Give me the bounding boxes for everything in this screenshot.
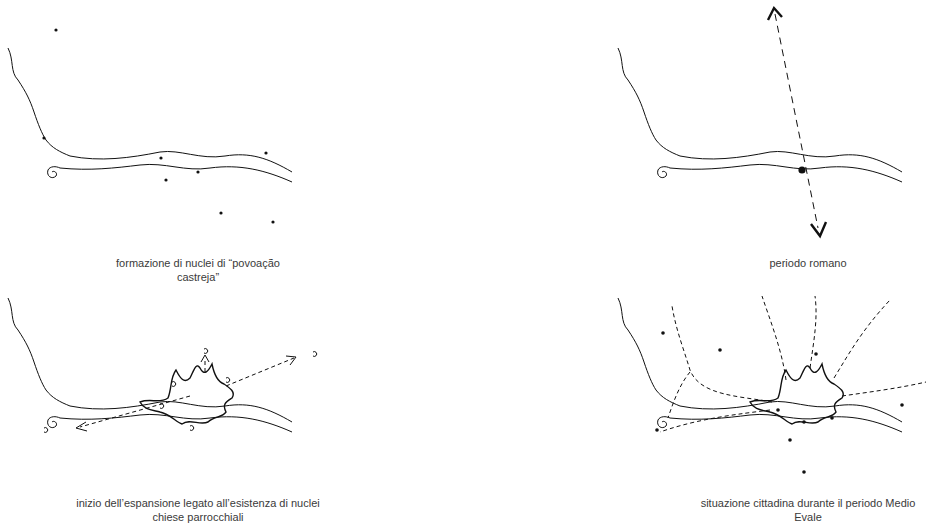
coast-river [618, 298, 902, 432]
panel-caption: situazione cittadina durante il periodo … [698, 496, 918, 524]
city-outline [140, 364, 233, 424]
city-outline [750, 364, 843, 424]
roman-road [768, 8, 826, 236]
coast-river [618, 48, 902, 182]
medieval-roads [660, 296, 926, 432]
panel-caption: periodo romano [728, 256, 888, 270]
parish-marks [44, 349, 317, 433]
coast-river [8, 48, 292, 182]
settlement-dots [655, 331, 904, 474]
coast-river [8, 298, 292, 432]
panel-caption: inizio dell’espansione legato all’esiste… [68, 496, 328, 524]
settlement-dots [42, 28, 274, 223]
panel-caption: formazione di nuclei di “povoação castre… [103, 256, 293, 284]
expansion-arrows [76, 355, 296, 431]
